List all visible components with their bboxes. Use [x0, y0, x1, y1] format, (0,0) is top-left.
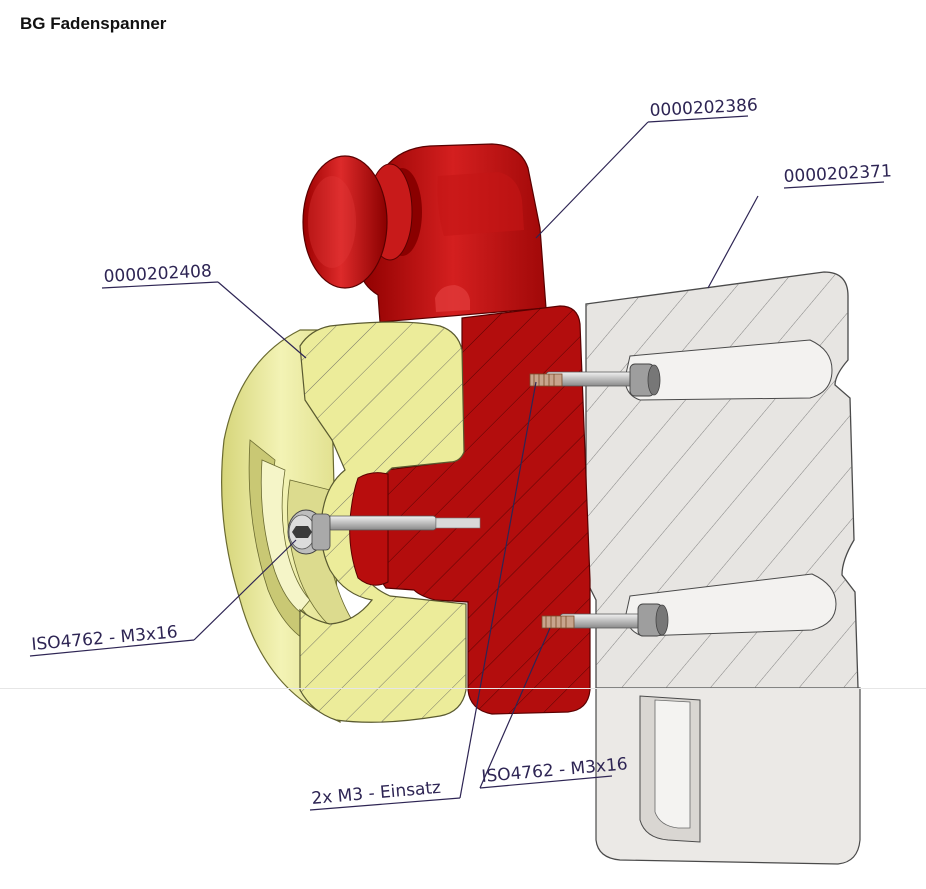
red-housing-part: [302, 143, 591, 715]
gray-block-part: [585, 271, 861, 865]
callout-red-part: 0000202386: [649, 95, 758, 121]
screw-upper-right: [529, 363, 661, 397]
screw-lower-right: [541, 603, 669, 637]
callout-screw-left: ISO4762 - M3x16: [31, 622, 179, 655]
divider-line: [0, 688, 926, 689]
callout-gray-part: 0000202371: [783, 161, 892, 187]
yellow-disc-part: [221, 321, 467, 723]
callout-leaders: [29, 115, 885, 811]
screw-left: [287, 509, 481, 555]
page-title: BG Fadenspanner: [20, 14, 167, 33]
